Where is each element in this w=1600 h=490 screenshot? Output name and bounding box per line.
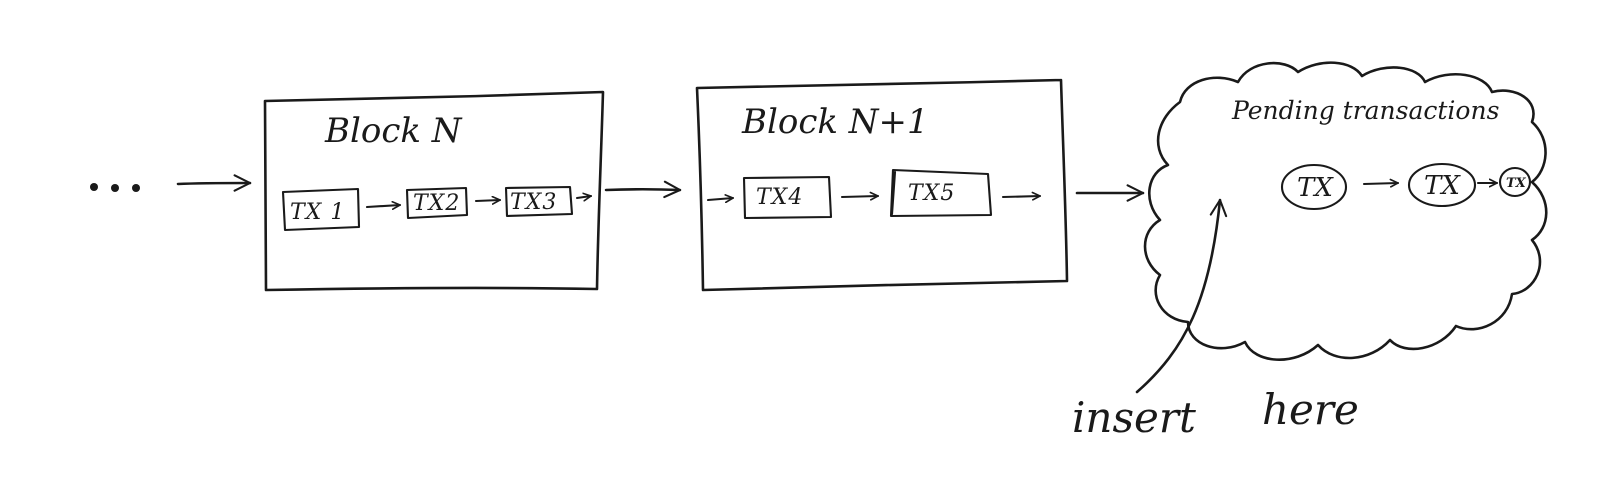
tx3-label: TX3 (510, 190, 557, 215)
tx2-label: TX2 (413, 191, 460, 216)
tx1-box (281, 187, 361, 232)
tx4-box (742, 175, 833, 220)
leading-ellipsis (90, 183, 140, 192)
tx5-box (889, 168, 993, 218)
arrow-tx5-out (1001, 196, 1042, 197)
annotation-insert: insert (1072, 393, 1196, 442)
pending-tx-3-label: TX (1506, 176, 1527, 191)
pending-pool: Pending transactions TX TX TX (1143, 61, 1548, 361)
arrow-tx3-out (575, 196, 593, 198)
arrow-tx1-tx2 (365, 205, 402, 207)
pending-tx-2-oval (1407, 162, 1477, 208)
block-n: Block N TX 1 TX2 TX3 (263, 90, 605, 292)
arrow-tx4-tx5 (840, 196, 880, 197)
pending-tx-2-label: TX (1424, 171, 1461, 201)
annotation-here: here (1262, 385, 1359, 434)
arrow-tx2-tx3 (474, 200, 502, 201)
pending-tx-1-label: TX (1297, 173, 1334, 203)
pending-title: Pending transactions (1231, 96, 1499, 125)
block-n1: Block N+1 TX4 TX5 (695, 78, 1069, 292)
pending-tx-3-oval (1498, 166, 1532, 198)
tx1-label: TX 1 (290, 200, 345, 225)
insert-here-arrow (1135, 198, 1228, 394)
incoming-arrow (176, 174, 252, 192)
block-n-title: Block N (324, 111, 463, 151)
tx3-box (504, 185, 574, 218)
arrow-into-block-n1 (706, 198, 735, 200)
block-n1-title: Block N+1 (741, 102, 929, 142)
arrow-ptx1-ptx2 (1362, 183, 1400, 184)
pending-cloud (1143, 61, 1548, 361)
tx2-box (405, 186, 469, 220)
pending-tx-1-oval (1280, 163, 1348, 211)
tx4-label: TX4 (756, 185, 803, 210)
block-n1-frame (695, 78, 1069, 292)
tx5-label: TX5 (908, 181, 955, 206)
block-n-frame (263, 90, 605, 292)
arrow-block-n-to-n1 (604, 180, 682, 199)
